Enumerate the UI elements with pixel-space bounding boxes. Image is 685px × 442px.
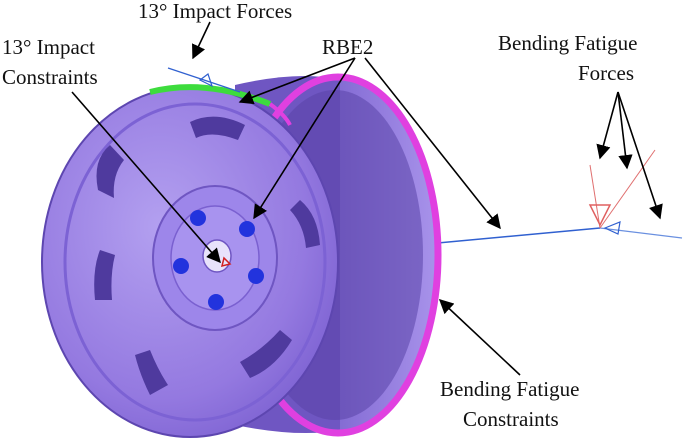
arrow-icon (253, 57, 356, 220)
spoke-window (240, 330, 292, 378)
spoke-window (96, 145, 124, 198)
arrow-icon (71, 91, 221, 264)
spoke-window (135, 350, 168, 395)
label-rbe2: RBE2 (322, 35, 373, 59)
label-impact-forces: 13° Impact Forces (138, 0, 292, 23)
spoke-window (190, 116, 245, 140)
spoke-window (290, 200, 320, 248)
spoke-window (94, 250, 115, 300)
label-bending-constraints-2: Constraints (463, 407, 559, 431)
impact-constraint-arc (149, 84, 272, 107)
arrow-icon (617, 91, 633, 170)
label-bending-forces-1: Bending Fatigue (498, 31, 637, 55)
arrow-icon (617, 91, 663, 220)
arrow-icon (364, 57, 501, 230)
bolt-hole-icon (173, 258, 189, 274)
wheel-face (41, 84, 339, 438)
arrow-icon (596, 91, 619, 160)
bolt-hole-icon (208, 294, 224, 310)
label-bending-forces-2: Forces (578, 61, 634, 85)
arrow-icon (192, 21, 211, 60)
bolt-hole-icon (248, 268, 264, 284)
center-bore (202, 239, 232, 273)
bending-force-line-right (599, 227, 683, 239)
bolt-hole-icon (190, 210, 206, 226)
impact-force-line (167, 67, 241, 93)
arrow-icon (438, 299, 521, 376)
arrow-icon (238, 57, 356, 105)
label-impact-constraints-2: Constraints (2, 65, 98, 89)
label-bending-constraints-1: Bending Fatigue (440, 377, 579, 401)
bending-force-glyph (588, 149, 656, 235)
annotation-arrows (71, 21, 663, 376)
bolt-hole-icon (239, 221, 255, 237)
label-impact-constraints-1: 13° Impact (2, 35, 95, 59)
